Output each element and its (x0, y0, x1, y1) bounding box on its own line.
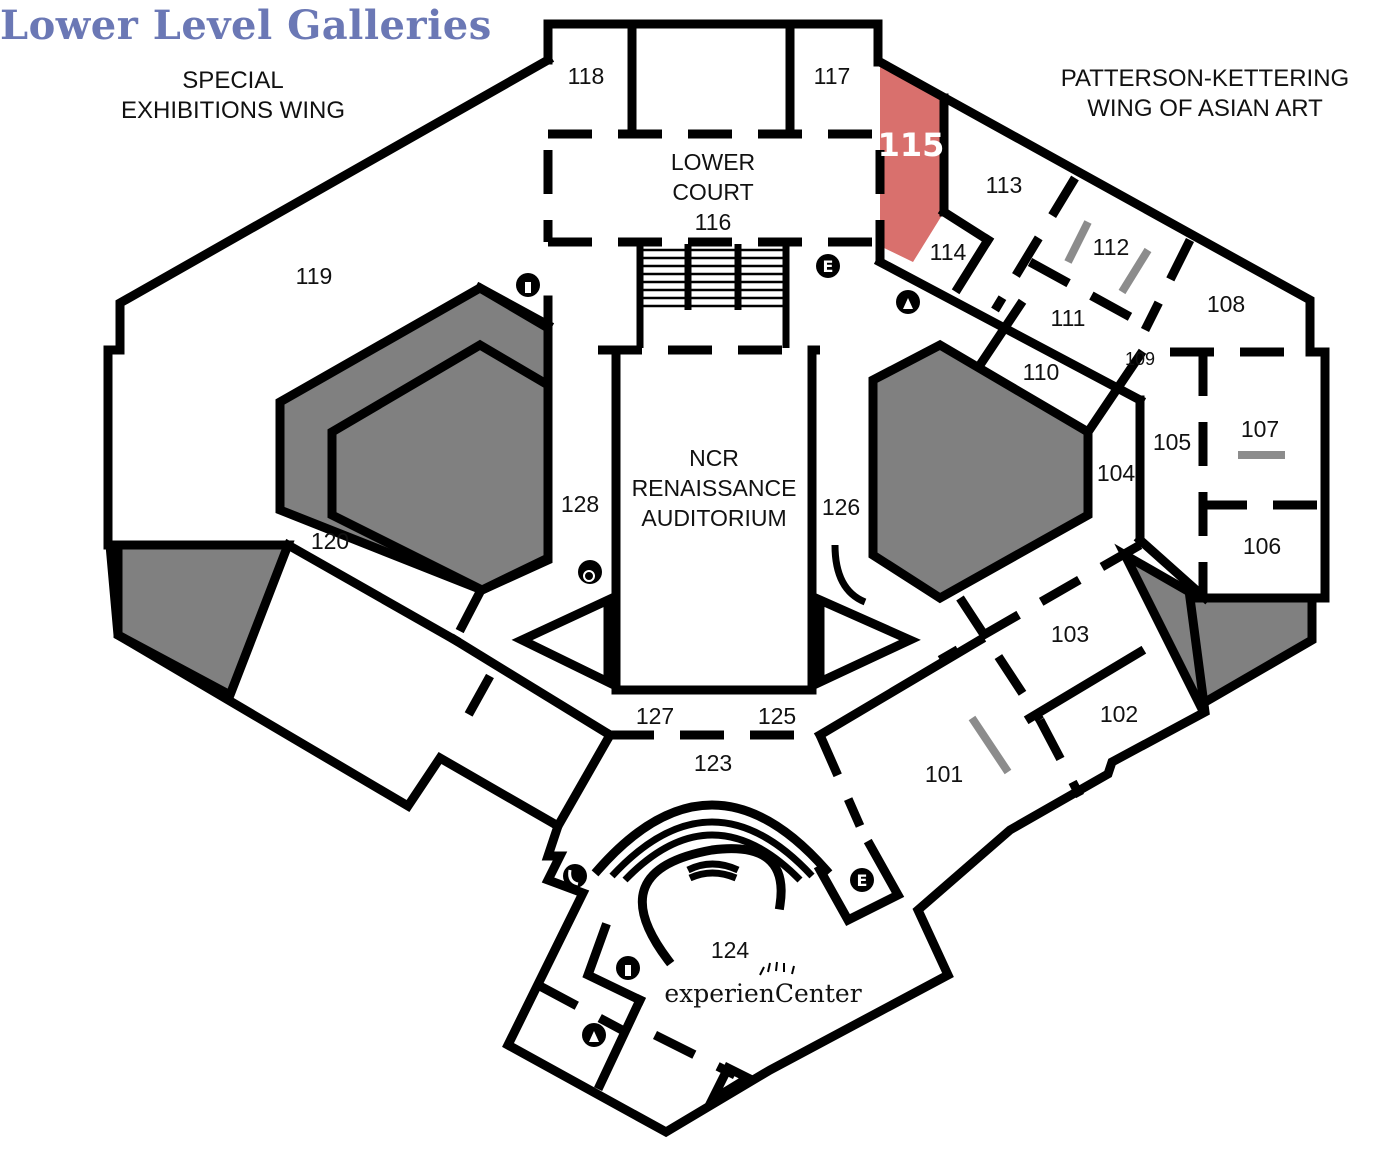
room-107-label: 107 (1241, 416, 1279, 442)
outer-wall (103, 53, 1330, 1138)
wing-asian-line2: WING OF ASIAN ART (1087, 95, 1323, 122)
room-118-label: 118 (568, 63, 605, 89)
room-127-label: 127 (636, 703, 674, 729)
room-123-label: 123 (694, 750, 732, 776)
room-114-label: 114 (930, 239, 967, 265)
room-110-label: 110 (1023, 359, 1060, 385)
room-112-label: 112 (1093, 234, 1130, 260)
wing-special-line2: EXHIBITIONS WING (121, 97, 345, 124)
block-far-right (1114, 543, 1317, 712)
room-116-label: 116 (695, 209, 732, 235)
lower-court-line2: COURT (672, 179, 753, 205)
room-115-highlight[interactable] (880, 62, 944, 262)
wing-asian-line1: PATTERSON-KETTERING (1061, 65, 1349, 92)
elevator-icon: E (816, 254, 840, 278)
aud-left-wedge (511, 592, 613, 690)
room-120-label: 120 (311, 528, 349, 554)
experience-center-logo: experienCenter (664, 961, 862, 1008)
women-restroom-icon (582, 1023, 606, 1047)
room-102-label: 102 (1100, 701, 1138, 727)
experience-center-wordmark: experienCenter (664, 979, 861, 1008)
exp-center-outer-arc (591, 800, 833, 877)
room-109-label: 109 (1125, 349, 1155, 369)
wheelchair-icon (578, 560, 602, 584)
men-restroom-icon (616, 956, 640, 980)
auditorium-line2: RENAISSANCE (632, 475, 797, 501)
room-104-label: 104 (1097, 460, 1136, 486)
room-106-label: 106 (1243, 533, 1281, 559)
block-left-inner (327, 339, 553, 596)
auditorium-line3: AUDITORIUM (641, 505, 786, 531)
map-title: Lower Level Galleries (0, 2, 492, 49)
room-117-label: 117 (814, 63, 851, 89)
room-108-label: 108 (1207, 291, 1245, 317)
stairs (636, 244, 790, 348)
room-103-label: 103 (1051, 621, 1089, 647)
lower-court-line1: LOWER (671, 149, 755, 175)
block-far-left (105, 540, 295, 702)
top-wall (543, 19, 883, 67)
room-111-label: 111 (1051, 305, 1086, 331)
room-119-label: 119 (296, 263, 333, 289)
room-115-label: 115 (878, 126, 945, 164)
room-128-label: 128 (561, 491, 599, 517)
auditorium-line1: NCR (689, 445, 739, 471)
room-126-label: 126 (822, 494, 860, 520)
room-113-label: 113 (986, 172, 1023, 198)
room-125-label: 125 (758, 703, 796, 729)
svg-text:E: E (857, 871, 868, 890)
room-124-label: 124 (711, 937, 750, 963)
room-101-label: 101 (925, 761, 963, 787)
svg-text:E: E (823, 257, 834, 276)
telephone-icon (563, 864, 587, 888)
room-105-label: 105 (1153, 429, 1191, 455)
women-restroom-icon (896, 290, 920, 314)
men-restroom-icon (516, 273, 540, 297)
wing-special-line1: SPECIAL (182, 67, 283, 94)
aud-right-wedge (815, 593, 921, 690)
elevator-icon: E (850, 868, 874, 892)
